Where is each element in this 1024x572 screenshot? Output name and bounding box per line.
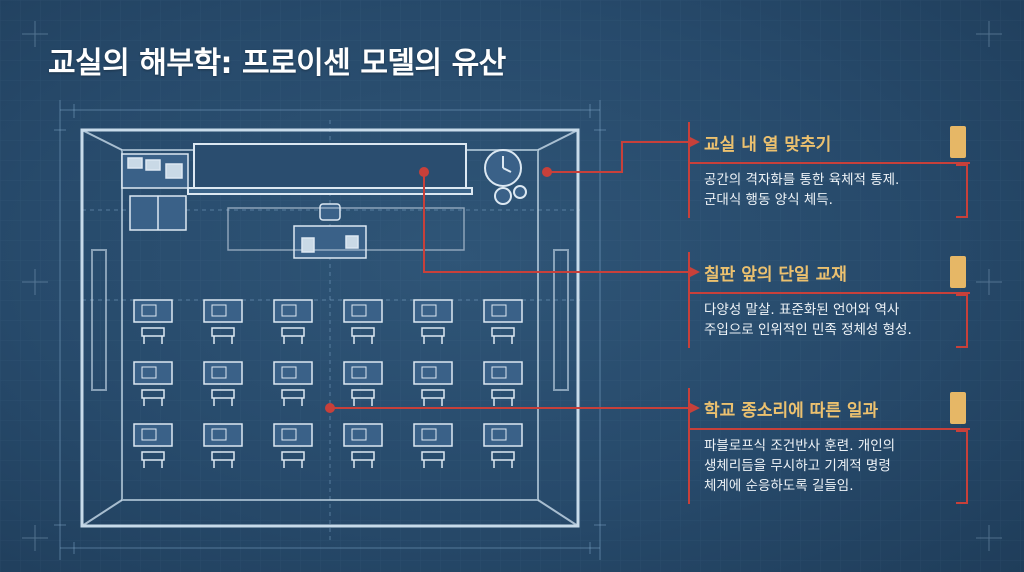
blackboard <box>187 143 473 195</box>
callout-title: 칠판 앞의 단일 교재 <box>704 264 847 285</box>
tab-marker <box>950 126 966 158</box>
student-desk <box>413 299 453 344</box>
student-desk <box>203 361 243 406</box>
student-desk <box>273 361 313 406</box>
callout-divider <box>688 428 970 430</box>
tab-marker <box>950 392 966 424</box>
wall-clock-icon <box>484 149 527 205</box>
callout-text: 주입으로 인위적인 민족 정체성 형성. <box>704 322 912 338</box>
bracket <box>956 164 968 218</box>
callout-text: 생체리듬을 무시하고 기계적 명령 <box>704 458 891 474</box>
callout-school-bell: 학교 종소리에 따른 일과 파블로프식 조건반사 훈련. 개인의 생체리듬을 무… <box>688 388 970 504</box>
callout-title: 학교 종소리에 따른 일과 <box>704 400 879 421</box>
bulletin-board-icon <box>121 153 189 189</box>
student-desk <box>343 423 383 468</box>
callout-divider <box>688 162 970 164</box>
student-desk <box>203 423 243 468</box>
student-desk <box>343 299 383 344</box>
student-desk <box>273 299 313 344</box>
bracket <box>956 430 968 504</box>
callout-divider <box>688 292 970 294</box>
callout-single-textbook: 칠판 앞의 단일 교재 다양성 말살. 표준화된 언어와 역사 주입으로 인위적… <box>688 252 970 348</box>
cabinet-icon <box>129 195 187 231</box>
student-desk <box>273 423 313 468</box>
callout-text: 체계에 순응하도록 길들임. <box>704 478 854 494</box>
connector-arrows <box>688 136 700 414</box>
student-desks <box>133 299 523 468</box>
callout-text: 공간의 격자화를 통한 육체적 통제. <box>704 172 900 188</box>
student-desk <box>343 361 383 406</box>
teacher-desk <box>227 203 465 259</box>
connector-dots <box>325 167 552 413</box>
student-desk <box>483 361 523 406</box>
tab-marker <box>950 256 966 288</box>
callout-text: 군대식 행동 양식 체득. <box>704 192 833 208</box>
callout-text: 다양성 말살. 표준화된 언어와 역사 <box>704 302 900 318</box>
student-desk <box>133 299 173 344</box>
bracket <box>956 294 968 348</box>
corner-crosshairs <box>22 21 1002 551</box>
student-desk <box>413 361 453 406</box>
student-desk <box>133 423 173 468</box>
student-desk <box>133 361 173 406</box>
callout-connectors <box>330 141 688 409</box>
callout-text: 파블로프식 조건반사 훈련. 개인의 <box>704 438 896 454</box>
page-title: 교실의 해부학: 프로이센 모델의 유산 <box>48 46 506 81</box>
student-desk <box>413 423 453 468</box>
callout-title: 교실 내 열 맞추기 <box>704 134 832 155</box>
student-desk <box>203 299 243 344</box>
student-desk <box>483 299 523 344</box>
callout-row-alignment: 교실 내 열 맞추기 공간의 격자화를 통한 육체적 통제. 군대식 행동 양식… <box>688 122 970 218</box>
student-desk <box>483 423 523 468</box>
